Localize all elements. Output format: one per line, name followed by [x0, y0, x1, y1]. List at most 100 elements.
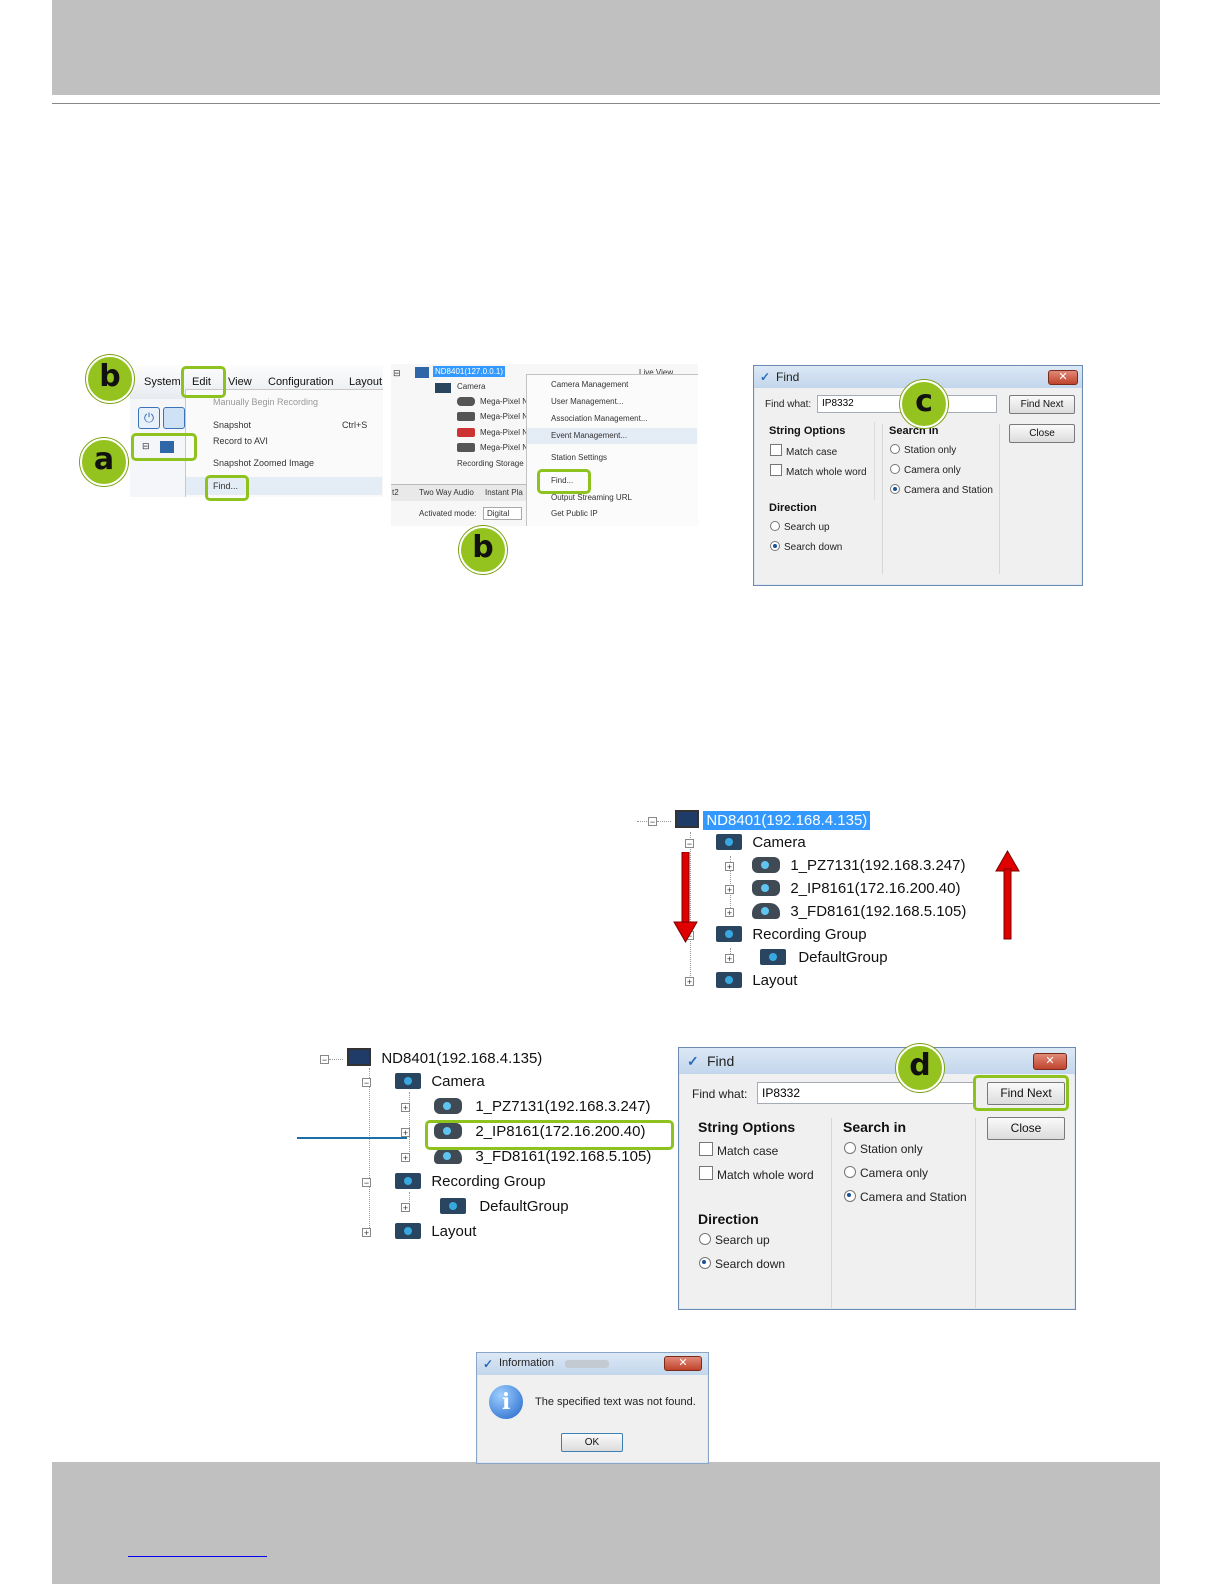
tree-expander[interactable]: ⊟ [142, 441, 150, 451]
close-button[interactable]: Close [1009, 424, 1075, 443]
camera-only-radio[interactable]: Camera only [890, 464, 961, 476]
expand-icon[interactable]: + [401, 1103, 410, 1113]
ctx-event-management[interactable]: Event Management... [551, 431, 628, 440]
tree-a-root[interactable]: − ND8401(192.168.4.135) [648, 810, 871, 830]
ctx-user-management[interactable]: User Management... [551, 397, 624, 406]
tree-camera[interactable]: Camera [457, 382, 486, 391]
multi-window-icon[interactable] [163, 407, 185, 429]
expand-icon[interactable]: + [401, 1128, 410, 1138]
find-next-button[interactable]: Find Next [987, 1082, 1065, 1105]
tree-cam-1[interactable]: Mega-Pixel N [480, 397, 529, 406]
collapse-icon[interactable]: − [362, 1078, 371, 1088]
find-what-input[interactable]: IP8332 [757, 1082, 975, 1104]
ctx-station-settings[interactable]: Station Settings [551, 453, 608, 462]
ctx-get-public-ip[interactable]: Get Public IP [551, 509, 598, 518]
tree-a-layout[interactable]: + Layout [685, 972, 797, 989]
tree-b-default-group[interactable]: + DefaultGroup [401, 1198, 569, 1215]
tree-expander[interactable]: ⊟ [393, 368, 401, 378]
tree-a-camera[interactable]: − Camera [685, 834, 806, 851]
tab-t2[interactable]: t2 [392, 488, 399, 497]
collapse-icon[interactable]: − [320, 1055, 329, 1065]
expand-icon[interactable]: + [725, 954, 734, 964]
find-next-button[interactable]: Find Next [1009, 395, 1075, 414]
expand-icon[interactable]: + [725, 885, 734, 895]
expand-icon[interactable]: + [401, 1153, 410, 1163]
tree-recording-storage[interactable]: Recording Storage [457, 459, 524, 468]
expand-icon[interactable]: + [362, 1228, 371, 1238]
search-down-radio[interactable]: Search down [699, 1257, 785, 1271]
collapse-icon[interactable]: − [648, 817, 657, 827]
close-icon[interactable]: ✕ [664, 1356, 702, 1371]
close-icon[interactable]: ✕ [1048, 370, 1078, 385]
menu-record-avi[interactable]: Record to AVI [213, 436, 268, 446]
expand-icon[interactable]: + [401, 1203, 410, 1213]
tree-b-cam2[interactable]: + 2_IP8161(172.16.200.40) [401, 1123, 646, 1140]
tree-connector [369, 1068, 370, 1236]
tree-a-cam2-label: 2_IP8161(172.16.200.40) [790, 880, 961, 897]
ctx-find[interactable]: Find... [551, 476, 574, 485]
match-case-checkbox[interactable]: Match case [699, 1142, 778, 1158]
ctx-camera-management[interactable]: Camera Management [551, 380, 629, 389]
tree-station-icon[interactable] [160, 441, 174, 453]
menu-snapshot-zoomed[interactable]: Snapshot Zoomed Image [213, 458, 315, 468]
camera-and-station-radio[interactable]: Camera and Station [844, 1190, 967, 1204]
expand-icon[interactable]: + [725, 908, 734, 918]
app-logo-icon: ✓ [760, 370, 771, 384]
camera-and-station-radio[interactable]: Camera and Station [890, 484, 993, 496]
tree-a-cam1[interactable]: + 1_PZ7131(192.168.3.247) [725, 857, 965, 874]
callout-b-2: b [459, 526, 507, 574]
tree-a-cam2[interactable]: + 2_IP8161(172.16.200.40) [725, 880, 961, 897]
tree-b-root[interactable]: − ND8401(192.168.4.135) [320, 1048, 542, 1067]
footer-link-underline[interactable] [128, 1556, 267, 1557]
menu-view[interactable]: View [228, 376, 252, 388]
collapse-icon[interactable]: − [685, 839, 694, 849]
tree-b-recording-group[interactable]: − Recording Group [362, 1173, 546, 1190]
tab-two-way-audio[interactable]: Two Way Audio [419, 488, 474, 497]
tree-cam-2[interactable]: Mega-Pixel N [480, 412, 529, 421]
menu-find[interactable]: Find... [213, 481, 239, 491]
close-button[interactable]: Close [987, 1117, 1065, 1140]
power-icon[interactable]: ⏻ [138, 407, 160, 429]
info-icon: i [489, 1385, 523, 1419]
close-icon[interactable]: ✕ [1033, 1053, 1067, 1070]
menu-configuration[interactable]: Configuration [268, 376, 334, 388]
menu-edit[interactable]: Edit [192, 376, 211, 388]
tree-b-cam1[interactable]: + 1_PZ7131(192.168.3.247) [401, 1098, 650, 1115]
menu-layout[interactable]: Layout [349, 376, 383, 388]
search-in-title: Search in [843, 1119, 907, 1135]
expand-icon[interactable]: + [685, 977, 694, 987]
tree-a-cam3[interactable]: + 3_FD8161(192.168.5.105) [725, 903, 966, 920]
match-case-checkbox[interactable]: Match case [770, 444, 837, 458]
search-down-radio[interactable]: Search down [770, 541, 842, 553]
tree-cam-3[interactable]: Mega-Pixel N [480, 428, 529, 437]
tab-instant-playback[interactable]: Instant Pla [485, 488, 523, 497]
find-next-highlight [973, 1075, 1069, 1111]
ctx-association-management[interactable]: Association Management... [551, 414, 648, 423]
activated-mode-select[interactable]: Digital [483, 507, 523, 520]
camera-only-radio[interactable]: Camera only [844, 1166, 928, 1180]
ok-button[interactable]: OK [561, 1433, 623, 1452]
match-whole-word-checkbox[interactable]: Match whole word [699, 1166, 814, 1182]
menu-system[interactable]: System [144, 376, 181, 388]
camera-disconnected-icon [457, 428, 475, 437]
tree-a-default-group[interactable]: + DefaultGroup [725, 949, 888, 966]
live-view-tab[interactable]: Live View [639, 368, 674, 377]
station-only-radio[interactable]: Station only [844, 1142, 923, 1156]
folder-icon [760, 949, 787, 965]
match-whole-word-checkbox[interactable]: Match whole word [770, 464, 867, 478]
tree-b-cam3[interactable]: + 3_FD8161(192.168.5.105) [401, 1148, 651, 1165]
menu-manual-record[interactable]: Manually Begin Recording [213, 397, 319, 407]
tree-b-default-group-label: DefaultGroup [479, 1198, 569, 1215]
station-only-radio[interactable]: Station only [890, 444, 956, 456]
collapse-icon[interactable]: − [362, 1178, 371, 1188]
search-up-radio[interactable]: Search up [699, 1233, 770, 1247]
tree-b-layout[interactable]: + Layout [362, 1223, 476, 1240]
station-node-selected[interactable]: ND8401(127.0.0.1) [433, 366, 506, 377]
menu-snapshot[interactable]: Snapshot [213, 420, 252, 430]
search-up-radio[interactable]: Search up [770, 521, 830, 533]
tree-a-recording-group[interactable]: − Recording Group [685, 926, 867, 943]
tree-cam-4[interactable]: Mega-Pixel N [480, 443, 529, 452]
ctx-output-streaming-url[interactable]: Output Streaming URL [551, 493, 632, 502]
expand-icon[interactable]: + [725, 862, 734, 872]
tree-b-camera[interactable]: − Camera [362, 1073, 485, 1090]
